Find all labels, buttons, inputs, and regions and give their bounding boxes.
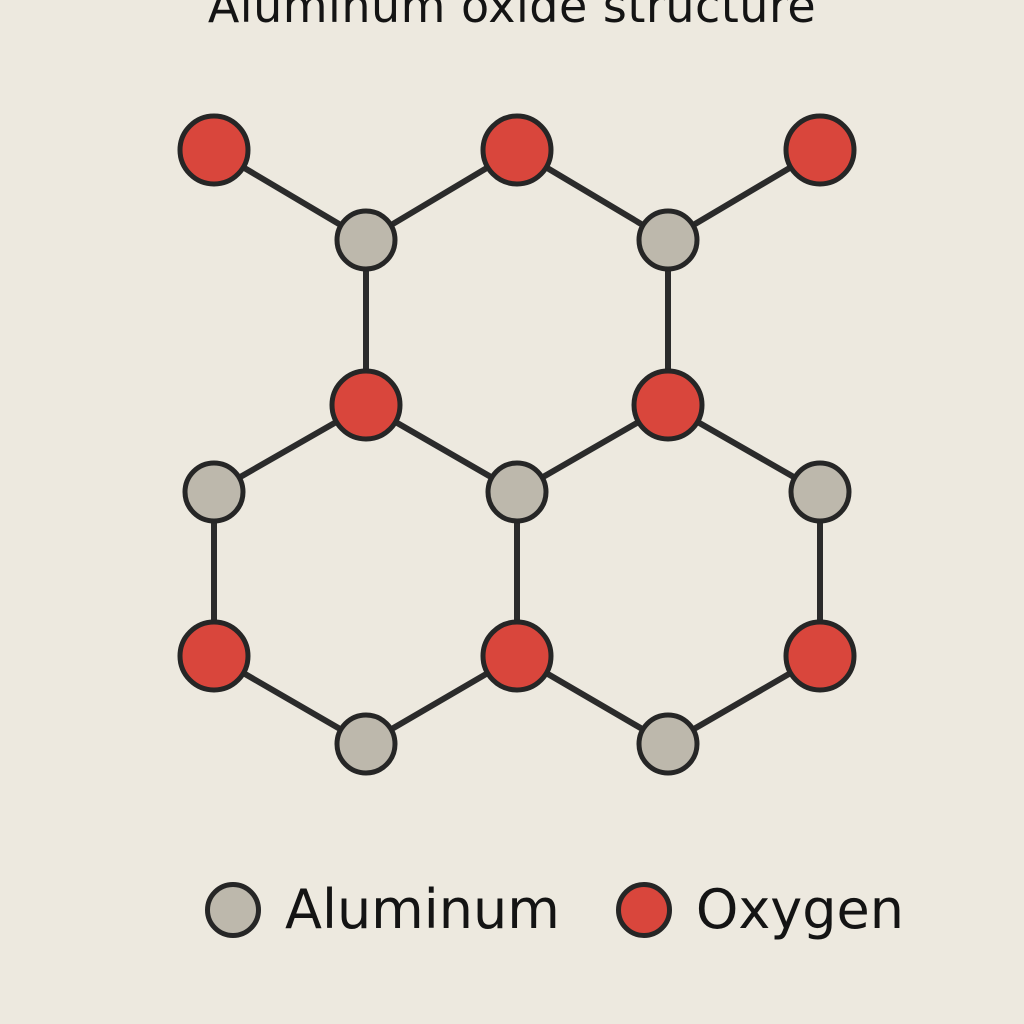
oxygen-atom-o7 [480, 619, 554, 693]
aluminum-atom-al1 [334, 208, 398, 272]
oxygen-atom-o6 [177, 619, 251, 693]
diagram-title: Aluminum oxide structure [207, 0, 817, 33]
aluminum-swatch [205, 882, 261, 938]
aluminum-atom-al5 [788, 460, 852, 524]
aluminum-atom-al3 [182, 460, 246, 524]
legend-item-oxygen: Oxygen [615, 870, 904, 950]
aluminum-atom-al4 [485, 460, 549, 524]
legend: Aluminum Oxygen [205, 870, 904, 950]
oxygen-swatch [615, 882, 672, 938]
oxygen-atom-o2 [480, 113, 554, 187]
aluminum-atom-al6 [334, 712, 398, 776]
oxygen-atom-o1 [177, 113, 251, 187]
aluminum-atom-al2 [636, 208, 700, 272]
atoms-layer [177, 113, 857, 776]
legend-item-aluminum: Aluminum [205, 870, 560, 950]
aluminum-atom-al7 [636, 712, 700, 776]
oxygen-atom-o8 [783, 619, 857, 693]
oxygen-atom-o4 [329, 368, 403, 442]
oxygen-atom-o3 [783, 113, 857, 187]
legend-label-oxygen: Oxygen [695, 878, 904, 941]
legend-label-aluminum: Aluminum [285, 878, 560, 941]
oxygen-atom-o5 [631, 368, 705, 442]
